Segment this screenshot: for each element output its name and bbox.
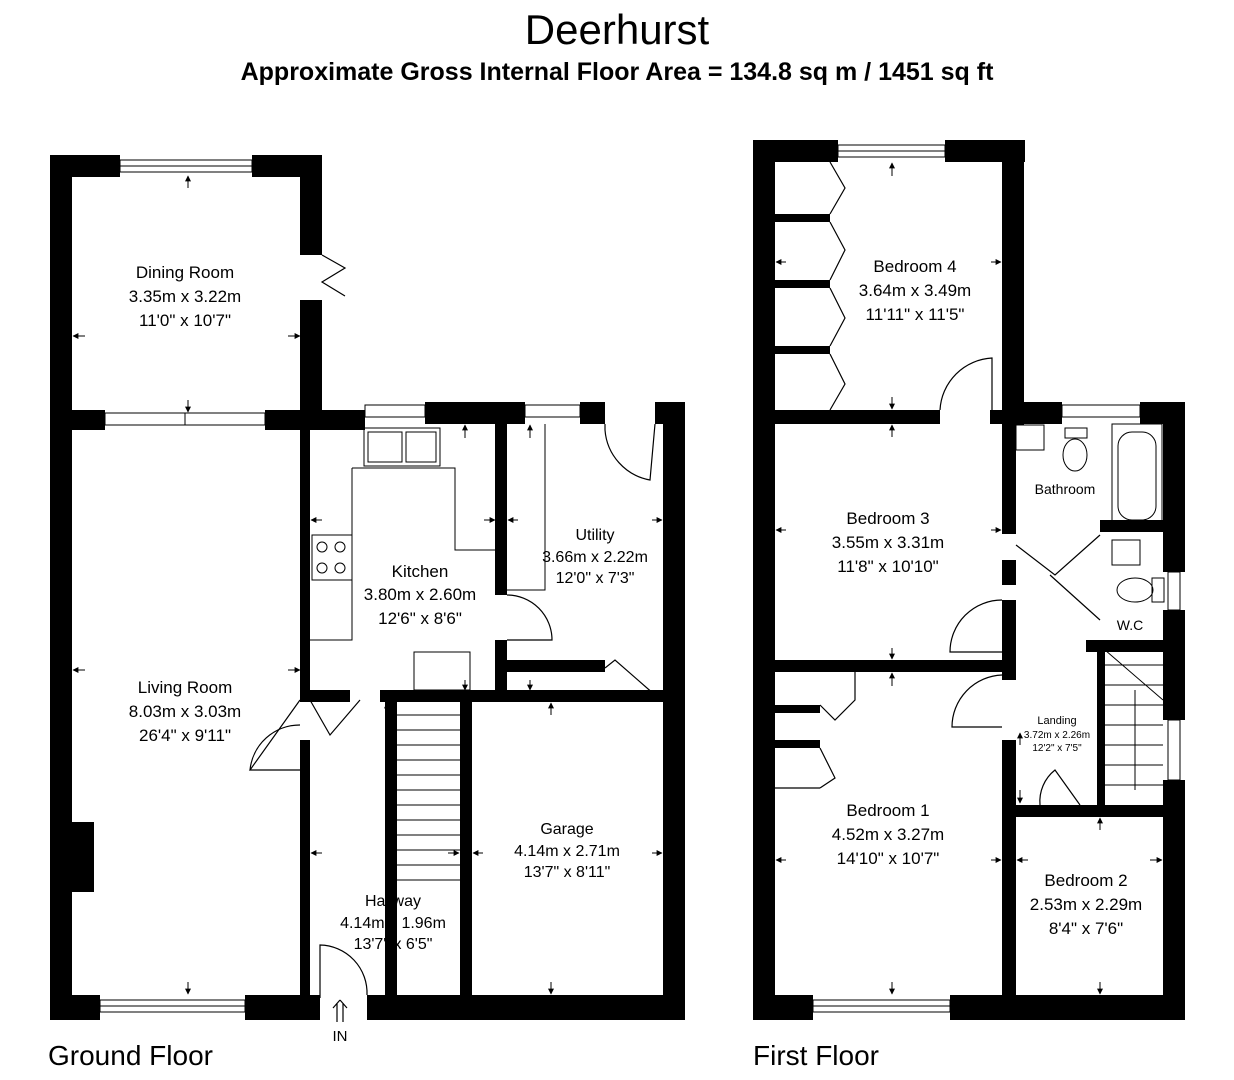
kitchen-fittings (310, 424, 546, 691)
bedroom1-name: Bedroom 1 (846, 801, 929, 820)
bedroom1-metric: 4.52m x 3.27m (832, 825, 944, 844)
utility-imperial: 12'0" x 7'3" (556, 570, 635, 587)
bathroom-fittings (1015, 423, 1165, 603)
bedroom3-imperial: 11'8" x 10'10" (837, 557, 938, 576)
living-room-imperial: 26'4" x 9'11" (139, 726, 231, 745)
ground-floor-dimension-arrows (72, 175, 663, 995)
hallway-name: Hallway (365, 893, 421, 910)
ground-floor-stairs (397, 714, 460, 881)
living-room-metric: 8.03m x 3.03m (129, 702, 241, 721)
first-floor-label: First Floor (753, 1040, 879, 1071)
floor-area-subtitle: Approximate Gross Internal Floor Area = … (240, 58, 994, 86)
first-floor-doors (775, 161, 1101, 806)
bedroom4-imperial: 11'11" x 11'5" (866, 305, 965, 324)
wc-name: W.C (1117, 617, 1143, 633)
first-floor-windows (757, 144, 1181, 1013)
utility-name: Utility (575, 527, 614, 544)
bedroom3-metric: 3.55m x 3.31m (832, 533, 944, 552)
kitchen-imperial: 12'6" x 8'6" (378, 609, 462, 628)
dining-room-name: Dining Room (136, 263, 234, 282)
entrance-label: IN (333, 1028, 348, 1045)
first-floor-plan: Bedroom 4 3.64m x 3.49m 11'11" x 11'5" B… (753, 140, 1185, 1020)
first-floor-dimension-arrows (775, 162, 1163, 995)
ground-floor-walls (50, 155, 685, 1020)
entrance-arrow-icon (332, 999, 348, 1022)
ground-floor-windows (99, 159, 616, 1013)
ground-floor-doors (248, 254, 656, 998)
first-floor-stairs (1104, 649, 1164, 790)
living-room-name: Living Room (138, 678, 233, 697)
landing-imperial: 12'2" x 7'5" (1032, 743, 1082, 754)
dining-room-imperial: 11'0" x 10'7" (139, 311, 231, 330)
kitchen-metric: 3.80m x 2.60m (364, 585, 476, 604)
bedroom2-imperial: 8'4" x 7'6" (1049, 919, 1123, 938)
garage-imperial: 13'7" x 8'11" (524, 864, 611, 881)
property-title: Deerhurst (524, 6, 710, 53)
bedroom3-name: Bedroom 3 (846, 509, 929, 528)
first-floor-walls (753, 140, 1185, 1020)
bedroom4-metric: 3.64m x 3.49m (859, 281, 971, 300)
garage-name: Garage (540, 821, 593, 838)
bedroom2-metric: 2.53m x 2.29m (1030, 895, 1142, 914)
landing-metric: 3.72m x 2.26m (1024, 730, 1090, 741)
kitchen-name: Kitchen (392, 562, 449, 581)
ground-floor-label: Ground Floor (48, 1040, 213, 1071)
bedroom4-name: Bedroom 4 (873, 257, 956, 276)
garage-metric: 4.14m x 2.71m (514, 843, 620, 860)
hallway-imperial: 13'7" x 6'5" (354, 936, 433, 953)
hallway-metric: 4.14m x 1.96m (340, 915, 446, 932)
bedroom2-name: Bedroom 2 (1044, 871, 1127, 890)
landing-name: Landing (1037, 715, 1076, 727)
utility-metric: 3.66m x 2.22m (542, 549, 648, 566)
dining-room-metric: 3.35m x 3.22m (129, 287, 241, 306)
bathroom-name: Bathroom (1035, 481, 1096, 497)
ground-floor-plan: Dining Room 3.35m x 3.22m 11'0" x 10'7" … (50, 155, 685, 1045)
bedroom1-imperial: 14'10" x 10'7" (837, 849, 940, 868)
